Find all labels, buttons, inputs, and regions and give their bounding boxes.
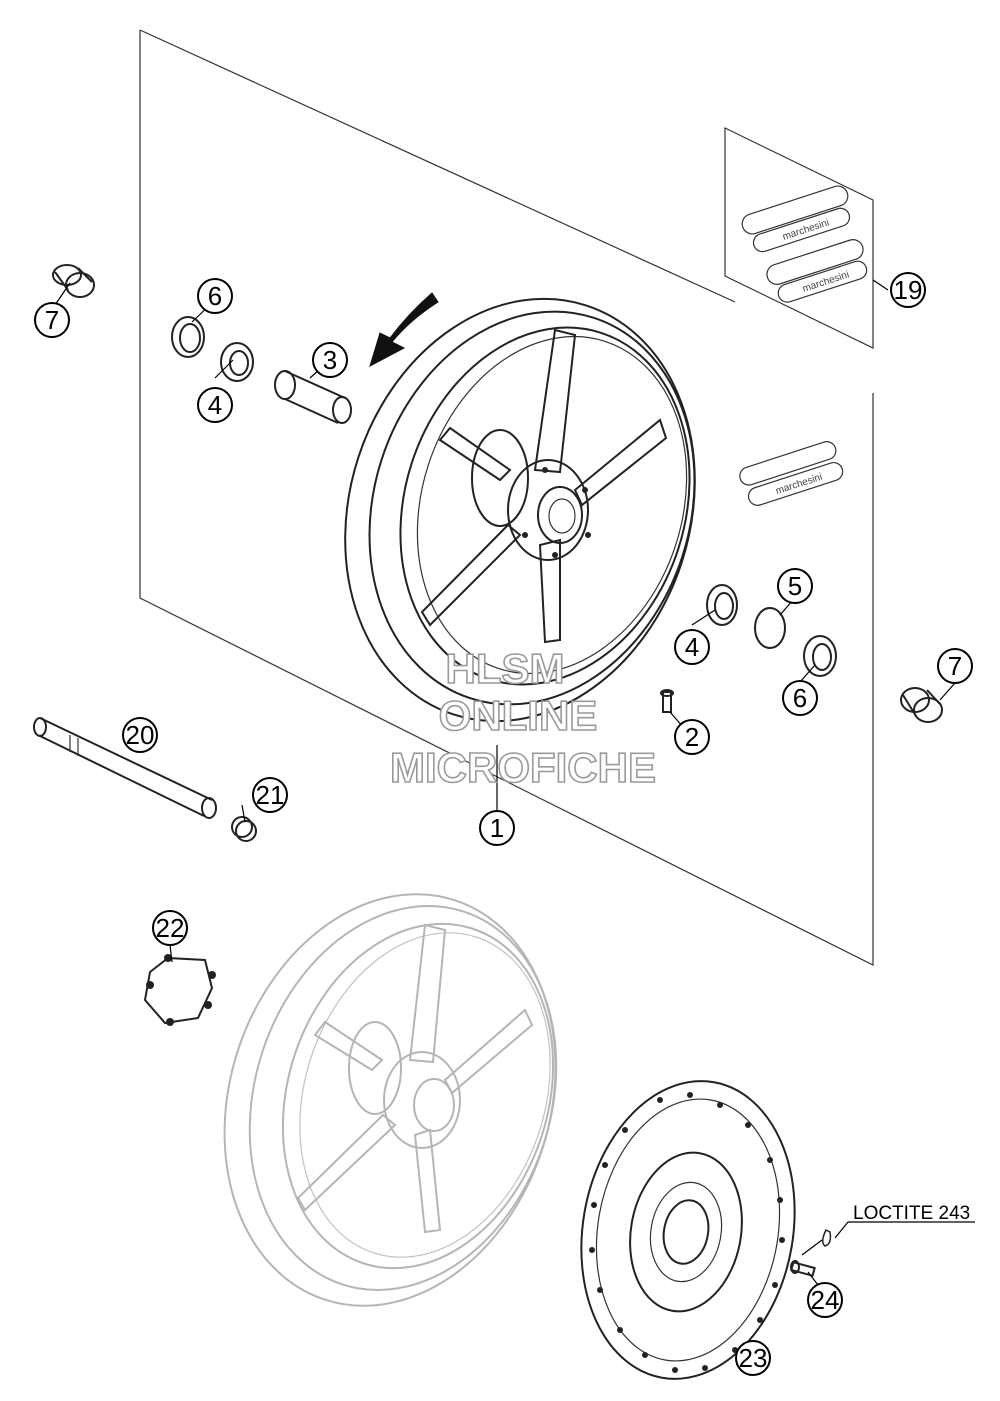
ball-bearing-right (706, 584, 738, 626)
wheel-reference-ghost (223, 893, 558, 1307)
callout-20: 20 (122, 717, 158, 753)
callout-4-left: 4 (197, 387, 233, 423)
speed-sensor-ring (143, 954, 216, 1026)
callout-label: 7 (45, 305, 59, 335)
decal-brand-1: marchesini (781, 217, 830, 242)
callout-label: 21 (256, 780, 285, 810)
watermark-line-2: ONLINE (439, 692, 598, 739)
callout-24: 24 (807, 1282, 843, 1318)
callout-label: 19 (894, 275, 923, 305)
ball-bearing-left (220, 342, 254, 382)
callout-label: 24 (811, 1285, 840, 1315)
callout-label: 23 (739, 1343, 768, 1373)
callout-2: 2 (674, 719, 710, 755)
loctite-drop-icon (822, 1228, 832, 1247)
watermark-line-3: MICROFICHE (390, 744, 656, 791)
callout-label: 4 (208, 390, 222, 420)
callout-21: 21 (252, 777, 288, 813)
wheel-decal: marchesini (739, 441, 844, 506)
callout-19: 19 (890, 272, 926, 308)
callout-7-right: 7 (937, 648, 973, 684)
callout-6-left: 6 (197, 278, 233, 314)
callout-1: 1 (479, 810, 515, 846)
shaft-seal-left (171, 316, 205, 358)
decal-brand-2: marchesini (801, 269, 850, 294)
shaft-seal-right (803, 635, 837, 677)
front-wheel-rim (344, 297, 696, 723)
tire-valve (660, 689, 674, 713)
callout-label: 2 (685, 722, 699, 752)
rotation-arrow-icon (369, 292, 439, 368)
watermark: HLSM ONLINE MICROFICHE (389, 644, 657, 792)
callout-label: 4 (685, 632, 699, 662)
callout-label: 6 (793, 683, 807, 713)
wheel-spindle (33, 717, 217, 819)
panel-top-edge (139, 29, 736, 303)
callout-7-left: 7 (34, 302, 70, 338)
spacer-cap-right (900, 687, 943, 723)
circlip (754, 607, 786, 649)
callout-5: 5 (777, 568, 813, 604)
spacer-cap-left (52, 264, 95, 298)
decal-brand-3: marchesini (774, 472, 823, 497)
distance-tube (274, 370, 352, 424)
callout-label: 20 (126, 720, 155, 750)
callout-6-right: 6 (782, 680, 818, 716)
leader-lines (54, 279, 975, 1286)
callout-label: 5 (788, 571, 802, 601)
loctite-note: LOCTITE 243 (853, 1203, 970, 1224)
disc-screw (790, 1260, 816, 1277)
watermark-line-1: HLSM (446, 645, 565, 692)
callout-23: 23 (735, 1340, 771, 1376)
callout-label: 22 (156, 913, 185, 943)
callout-label: 6 (208, 281, 222, 311)
callout-label: 7 (948, 651, 962, 681)
decal-sheet: marchesini marchesini (724, 127, 874, 349)
collar-nut (231, 816, 257, 842)
callout-3: 3 (312, 342, 348, 378)
callout-4-right: 4 (674, 629, 710, 665)
brake-disc (580, 1080, 796, 1380)
callout-22: 22 (152, 910, 188, 946)
callout-label: 1 (490, 813, 504, 843)
callout-label: 3 (323, 345, 337, 375)
assembly-panel-outline (139, 30, 874, 966)
